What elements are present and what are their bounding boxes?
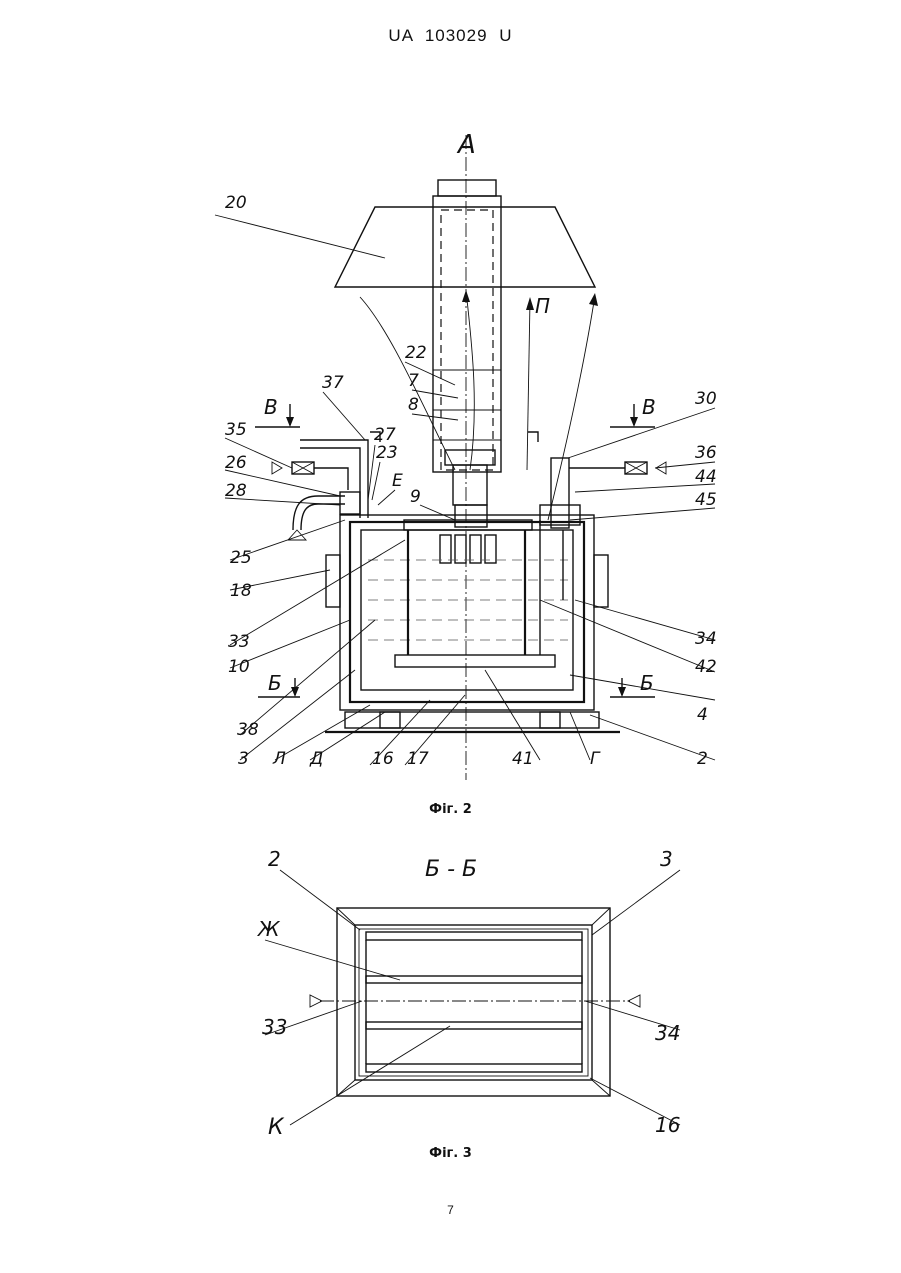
label-B-left: Б: [268, 671, 282, 695]
label-E: Е: [392, 471, 403, 491]
label-4: 4: [697, 705, 708, 725]
f3-label-16: 16: [655, 1113, 680, 1137]
label-38: 38: [237, 720, 259, 740]
label-V-right: В: [642, 395, 656, 419]
label-9: 9: [410, 487, 421, 507]
figure-3-caption: Фіг. 3: [0, 1146, 901, 1161]
f3-label-34: 34: [655, 1021, 680, 1045]
label-35: 35: [225, 420, 247, 440]
f3-label-ZH: Ж: [256, 917, 281, 941]
bar-K: [366, 1022, 582, 1029]
label-L: Л: [272, 749, 286, 769]
label-44: 44: [695, 467, 717, 487]
figure-2-caption: Фіг. 2: [0, 802, 901, 817]
f3-label-2: 2: [268, 847, 281, 871]
label-34: 34: [695, 629, 717, 649]
outer-housing: [340, 515, 594, 710]
f3-label-K: К: [268, 1115, 285, 1140]
tank-wall: [350, 522, 584, 702]
label-23: 23: [376, 443, 398, 463]
label-P: П: [535, 294, 550, 318]
hood-umbrella: [335, 207, 595, 287]
label-7: 7: [408, 371, 419, 391]
label-17: 17: [407, 749, 429, 769]
label-B-right: Б: [640, 671, 654, 695]
chimney-top: [438, 180, 496, 196]
label-G: Г: [590, 749, 601, 769]
label-2: 2: [697, 749, 708, 769]
f3-label-33: 33: [262, 1015, 287, 1039]
chimney-pipe: [433, 196, 501, 472]
f3-label-3: 3: [660, 847, 673, 871]
label-18: 18: [230, 581, 252, 601]
chimney-inner-dashed: [441, 210, 493, 470]
label-3: 3: [238, 749, 249, 769]
label-22: 22: [405, 343, 427, 363]
lower-bar: [395, 655, 555, 667]
label-37: 37: [322, 373, 344, 393]
label-36: 36: [695, 443, 717, 463]
figure-2-drawing: А П В В Б Б 20 22 7 8 37 27 23 Е 9 35 26…: [0, 0, 901, 800]
label-45: 45: [695, 490, 717, 510]
label-A: А: [456, 130, 476, 160]
label-D: Д: [309, 749, 323, 769]
label-16: 16: [372, 749, 394, 769]
section-label: Б - Б: [425, 857, 477, 882]
label-10: 10: [228, 657, 250, 677]
section-inner-frame: [355, 925, 592, 1080]
page-number: 7: [0, 1203, 901, 1217]
label-27: 27: [374, 425, 396, 445]
section-outer-frame: [337, 908, 610, 1096]
label-8: 8: [408, 395, 419, 415]
label-42: 42: [695, 657, 717, 677]
label-30: 30: [695, 389, 717, 409]
label-41: 41: [512, 749, 534, 769]
label-25: 25: [230, 548, 252, 568]
inner-tank: [361, 530, 573, 690]
label-V-left: В: [264, 395, 278, 419]
base-frame: [345, 712, 599, 728]
label-33: 33: [228, 632, 250, 652]
label-28: 28: [225, 481, 247, 501]
bar-ZH: [366, 976, 582, 983]
label-26: 26: [225, 453, 247, 473]
label-20: 20: [225, 193, 247, 213]
